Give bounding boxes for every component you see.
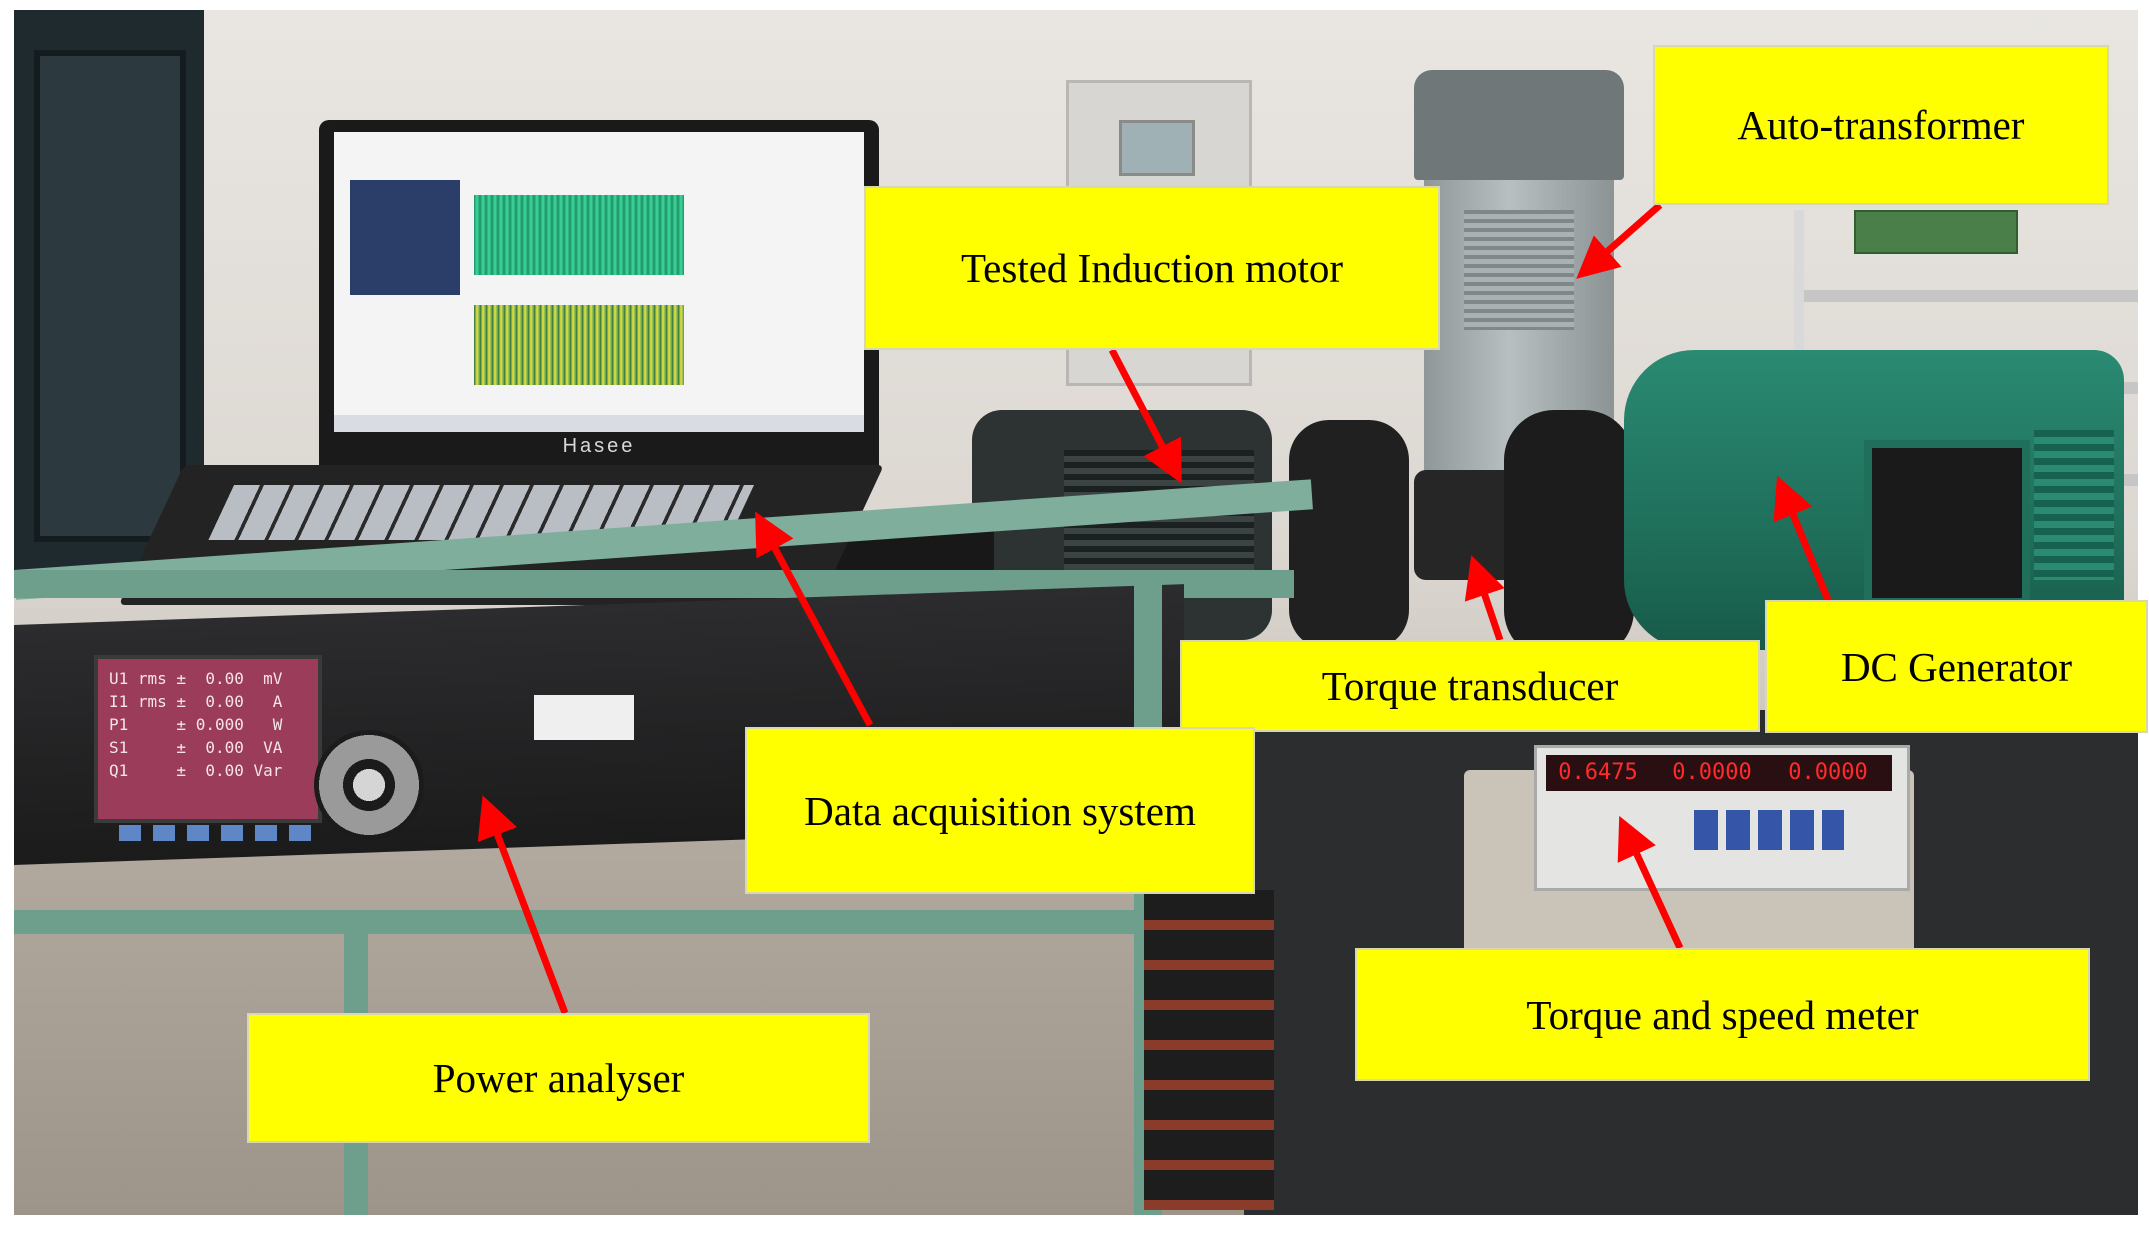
arrow-data-acquisition xyxy=(755,511,874,727)
pa-row-active-power: P1 ± 0.000 W xyxy=(109,715,283,734)
dc-generator-terminal-box xyxy=(1864,440,2030,606)
auto-transformer-grille xyxy=(1464,210,1574,330)
pa-row-apparent-power: S1 ± 0.00 VA xyxy=(109,738,283,757)
power-analyser-dial xyxy=(314,730,424,840)
arrow-torque-transducer xyxy=(1464,555,1505,642)
table-lower-rail xyxy=(14,910,1254,934)
arrow-dc-generator xyxy=(1773,475,1832,602)
software-waveform-1 xyxy=(474,195,684,275)
dc-generator-vent xyxy=(2034,430,2114,580)
label-dc-generator: DC Generator xyxy=(1765,600,2148,733)
auto-transformer-top xyxy=(1414,70,1624,180)
meter-reading-3: 0.0000 xyxy=(1788,760,1868,785)
label-torque-transducer: Torque transducer xyxy=(1180,640,1760,732)
cable-bundle xyxy=(1144,890,1274,1210)
coupling-right xyxy=(1504,410,1634,660)
coupling-left xyxy=(1289,420,1409,650)
laptop-taskbar xyxy=(334,415,864,432)
pa-row-voltage: U1 rms ± 0.00 mV xyxy=(109,669,283,688)
cabinet-window xyxy=(1119,120,1195,176)
power-analyser-screen xyxy=(94,655,322,823)
laptop-brand-logo: Hasee xyxy=(562,435,636,457)
door-window xyxy=(34,50,186,542)
power-analyser-sticker xyxy=(534,695,634,740)
power-analyser-softkeys xyxy=(119,825,319,841)
software-readout-panel xyxy=(350,180,460,295)
software-waveform-2 xyxy=(474,305,684,385)
label-power-analyser: Power analyser xyxy=(247,1013,870,1143)
meter-display xyxy=(1546,755,1892,791)
label-auto-transformer: Auto-transformer xyxy=(1653,45,2109,205)
meter-keypad xyxy=(1694,810,1844,850)
circuit-board xyxy=(1854,210,2018,254)
arrow-induction-motor xyxy=(1108,348,1182,484)
arrow-auto-transformer xyxy=(1576,202,1663,279)
meter-reading-1: 0.6475 xyxy=(1558,760,1638,785)
label-torque-and-speed-meter: Torque and speed meter xyxy=(1355,948,2090,1081)
meter-reading-2: 0.0000 xyxy=(1672,760,1752,785)
arrow-power-analyser xyxy=(477,795,569,1015)
label-data-acquisition-system: Data acquisition system xyxy=(745,727,1255,894)
arrow-torque-speed-meter xyxy=(1617,815,1684,950)
label-tested-induction-motor: Tested Induction motor xyxy=(864,186,1440,350)
pa-row-reactive-power: Q1 ± 0.00 Var xyxy=(109,761,283,780)
pa-row-current: I1 rms ± 0.00 A xyxy=(109,692,283,711)
